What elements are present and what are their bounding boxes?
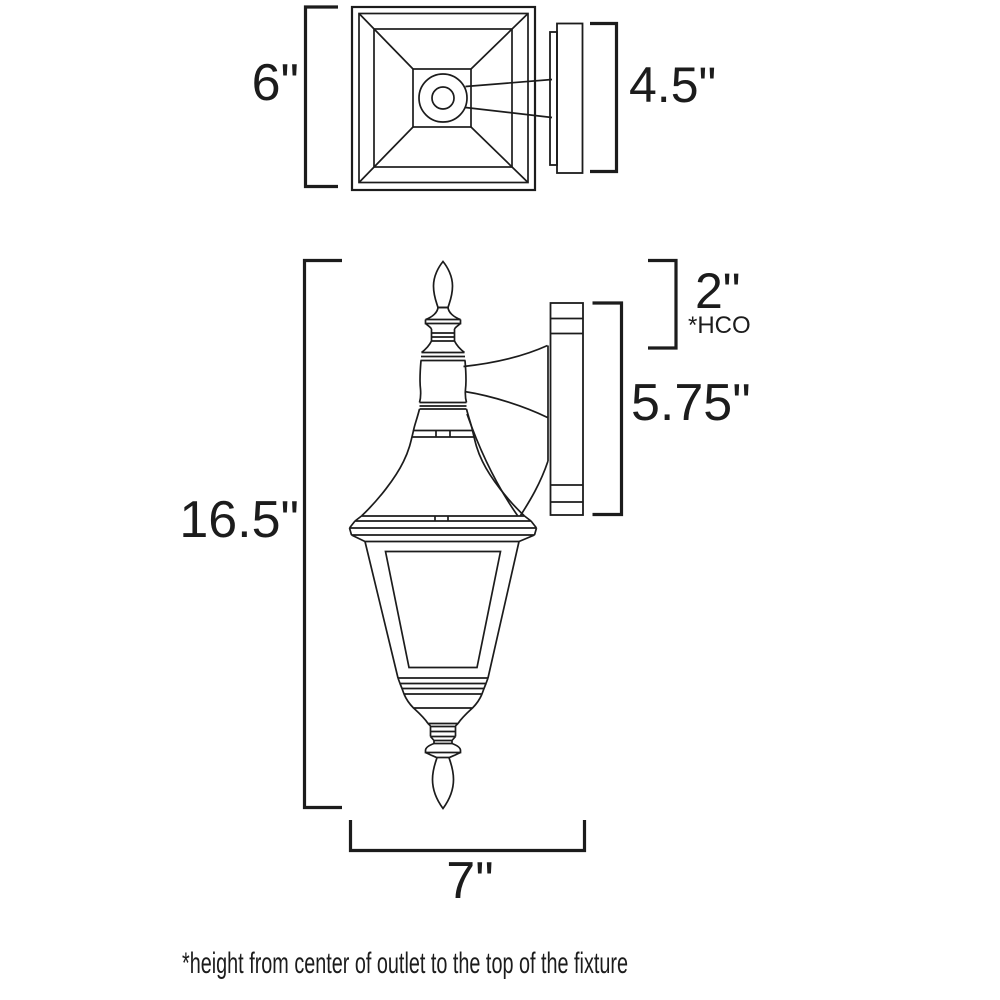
base-stack: [397, 677, 489, 744]
top-view-finial-circle: [418, 73, 468, 123]
dim-label-projection: 7": [446, 852, 493, 910]
top-view-mid-square: [373, 28, 513, 168]
front-view: [348, 260, 584, 810]
base-disc: [424, 742, 462, 759]
dim-label-height: 16.5": [179, 491, 299, 549]
lid-brim-stack: [348, 515, 538, 543]
height-dimension-bracket: [302, 258, 342, 810]
hco-note-label: *HCO: [688, 312, 751, 339]
top-view-backplate-edge: [549, 31, 558, 166]
top-view-outer-square: [350, 5, 537, 192]
top-view-arm-lines: [465, 78, 553, 119]
bottom-finial-teardrop: [431, 756, 455, 810]
backplate-side-moldings: [550, 317, 583, 503]
backplate-dimension-bracket: [592, 301, 624, 517]
projection-dimension-bracket: [348, 820, 587, 853]
neck-vase-body: [418, 360, 468, 410]
dim-label-top-width: 6": [252, 54, 299, 112]
dim-label-top-depth: 4.5": [629, 57, 716, 113]
wall-arm: [463, 344, 549, 516]
top-finial-teardrop: [432, 260, 454, 309]
bell-roof: [360, 408, 526, 517]
depth-dimension-bracket: [590, 21, 619, 174]
top-finial-trumpet: [425, 306, 461, 321]
top-view-backplate: [556, 22, 584, 174]
lantern-window: [384, 550, 502, 669]
finial-collar-rings: [420, 319, 466, 362]
top-view-roof-diagonals: [358, 13, 529, 183]
top-view-finial-hub: [431, 86, 455, 110]
top-view: [350, 5, 584, 192]
top-view-center-square: [412, 68, 472, 128]
hco-dimension-bracket: [648, 258, 678, 350]
footnote-text: *height from center of outlet to the top…: [182, 947, 628, 980]
top-view-inner-border: [358, 12, 529, 184]
dim-label-backplate: 5.75": [631, 374, 751, 432]
backplate-side: [549, 302, 584, 516]
dim-label-hco: 2": [695, 263, 741, 319]
width-dimension-bracket: [303, 5, 338, 189]
lantern-cage: [364, 541, 520, 679]
